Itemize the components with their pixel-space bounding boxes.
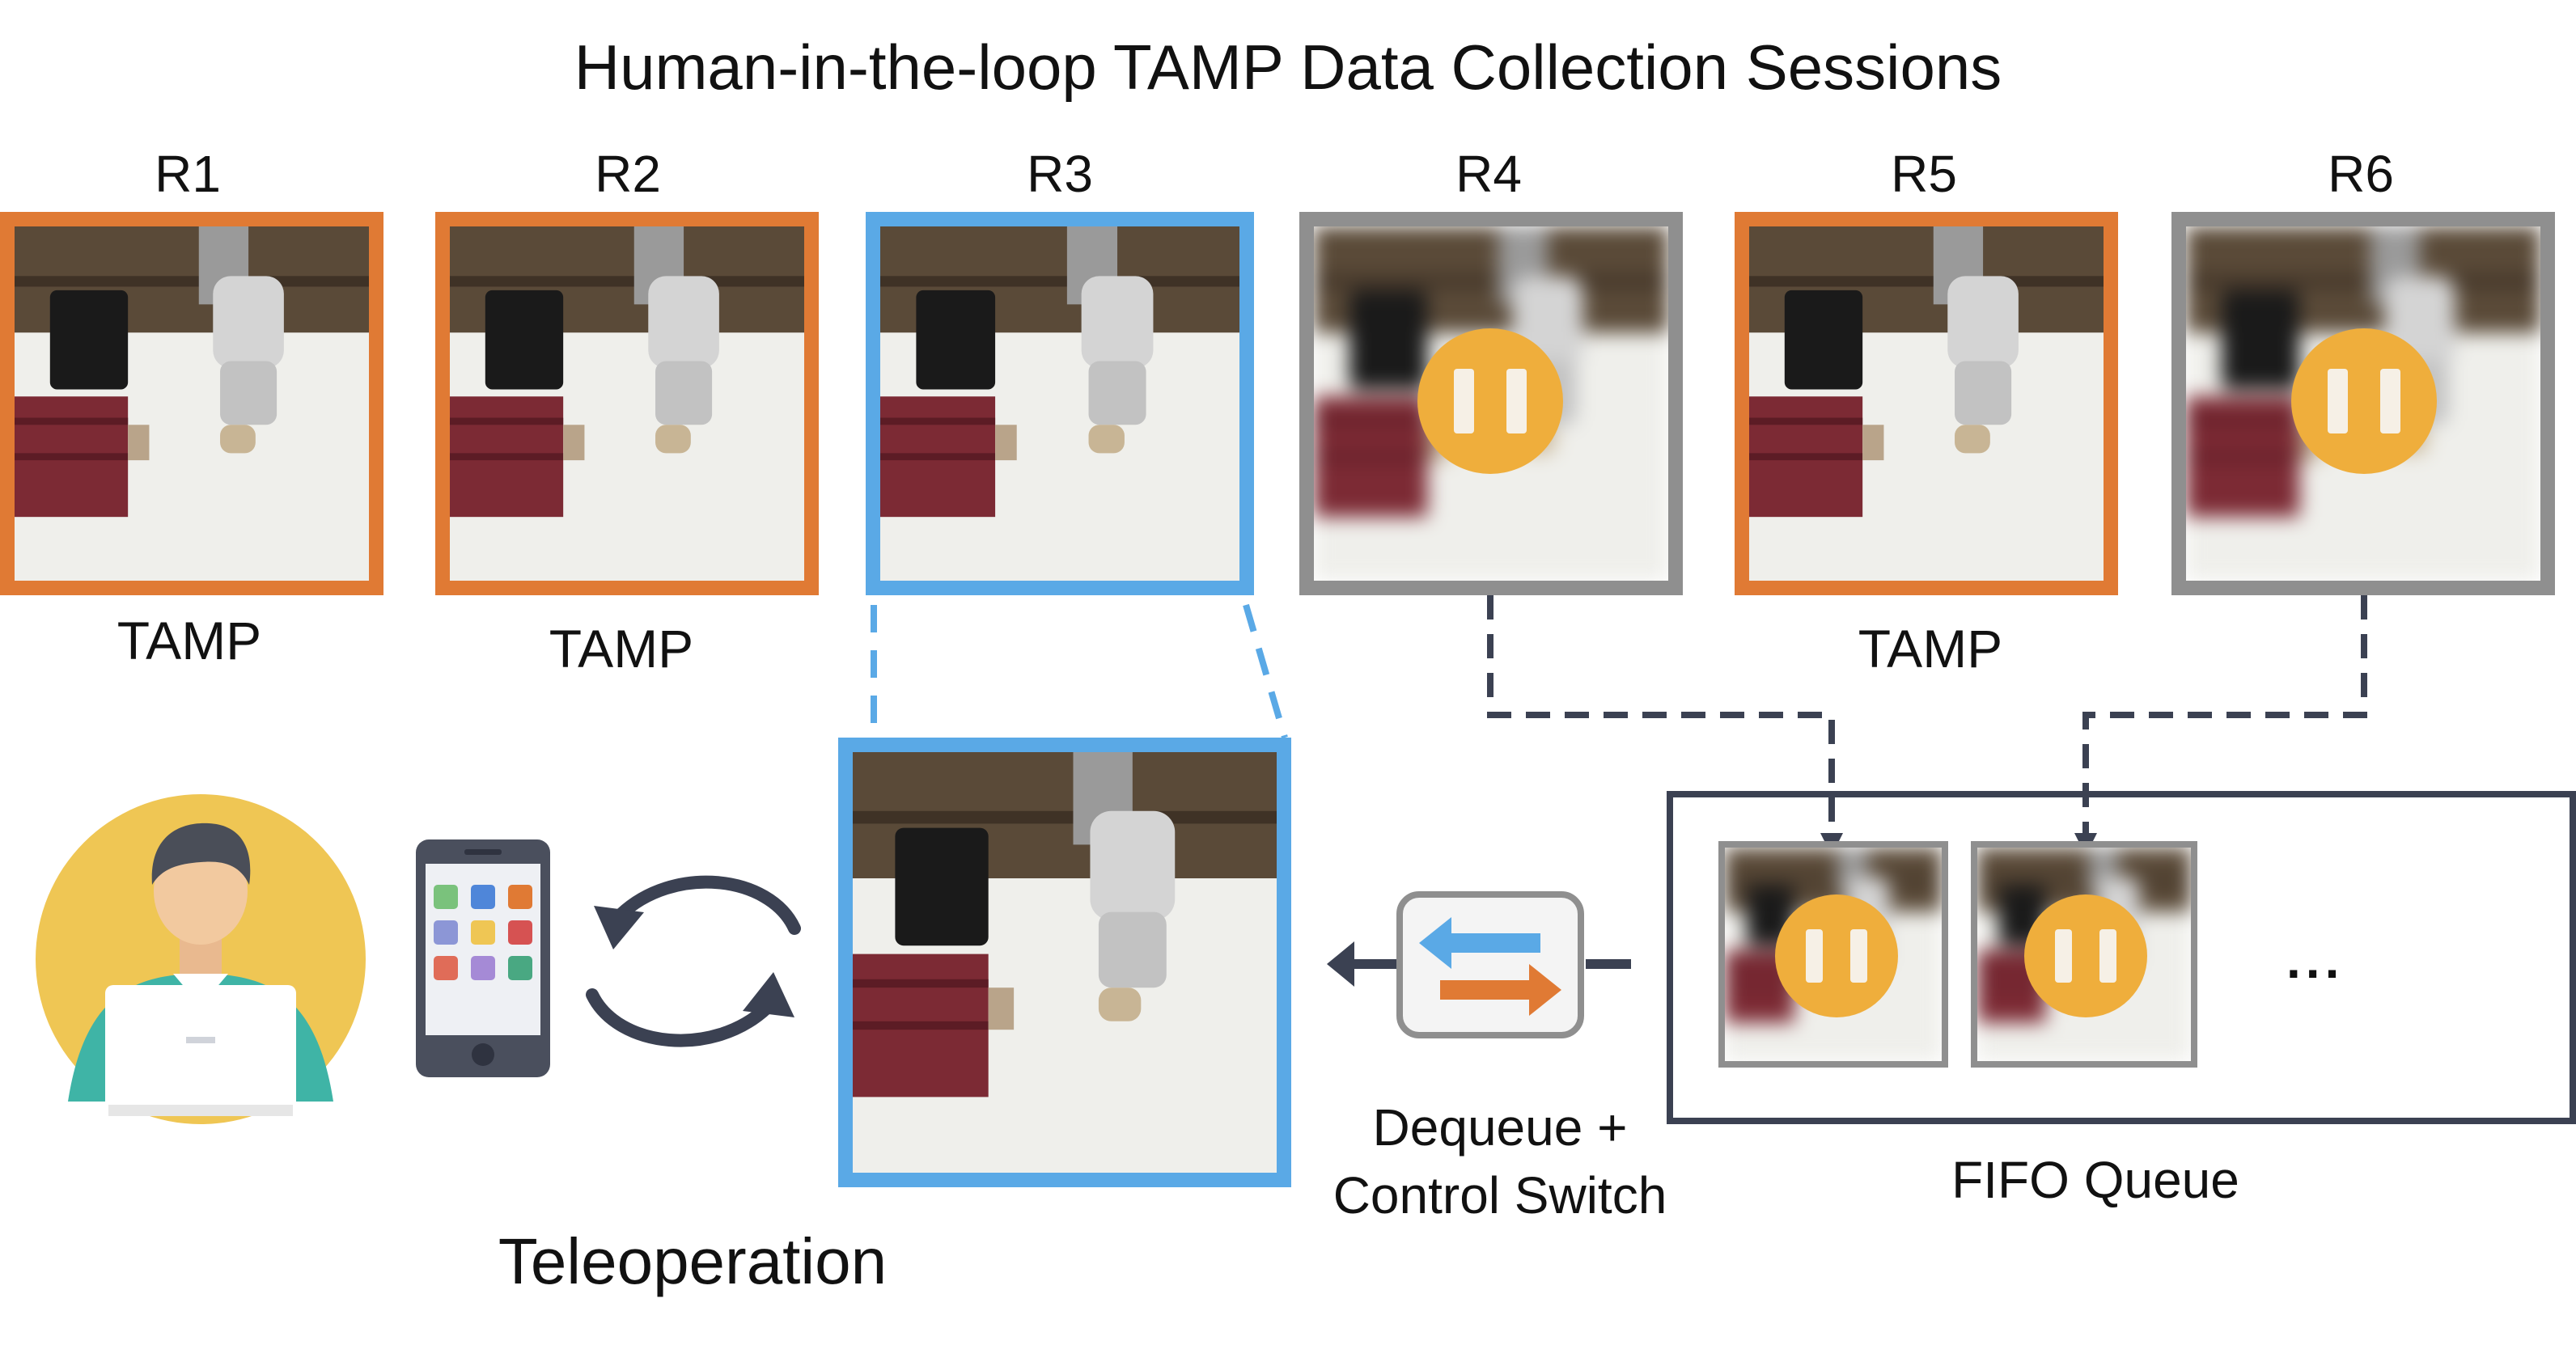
queue-more-ellipsis: ...	[2286, 931, 2345, 989]
person-icon	[36, 794, 366, 1124]
pause-icon	[1417, 328, 1563, 474]
robot-view-r5	[1735, 212, 2118, 595]
teleoperation-label: Teleoperation	[498, 1225, 888, 1297]
robot-caption-r1: TAMP	[117, 611, 262, 670]
robot-label-r3: R3	[1027, 145, 1093, 203]
control-switch-label: Dequeue + Control Switch	[1294, 1093, 1705, 1229]
teleop-view	[838, 738, 1291, 1187]
robot-view-r1	[0, 212, 383, 595]
robot-label-r4: R4	[1455, 145, 1522, 203]
pause-icon	[2024, 894, 2147, 1017]
robot-label-r1: R1	[155, 145, 221, 203]
pause-icon	[1775, 894, 1898, 1017]
diagram-title: Human-in-the-loop TAMP Data Collection S…	[574, 32, 2002, 103]
robot-view-r3	[866, 212, 1254, 595]
robot-label-r2: R2	[595, 145, 661, 203]
robot-label-r5: R5	[1891, 145, 1957, 203]
robot-label-r6: R6	[2328, 145, 2394, 203]
robot-caption-r2: TAMP	[549, 619, 694, 679]
robot-scene-image	[853, 752, 1277, 1173]
robot-caption-r5: TAMP	[1858, 619, 2003, 679]
control-switch-label-line2: Control Switch	[1332, 1166, 1667, 1224]
phone-icon	[416, 839, 550, 1077]
control-switch-icon	[1396, 891, 1584, 1038]
pause-icon	[2291, 328, 2437, 474]
cycle-arrows-icon	[586, 875, 801, 1047]
fifo-queue	[1667, 791, 2576, 1124]
control-switch-label-line1: Dequeue +	[1372, 1098, 1628, 1157]
fifo-queue-label: FIFO Queue	[1951, 1151, 2239, 1209]
robot-view-r2	[435, 212, 819, 595]
